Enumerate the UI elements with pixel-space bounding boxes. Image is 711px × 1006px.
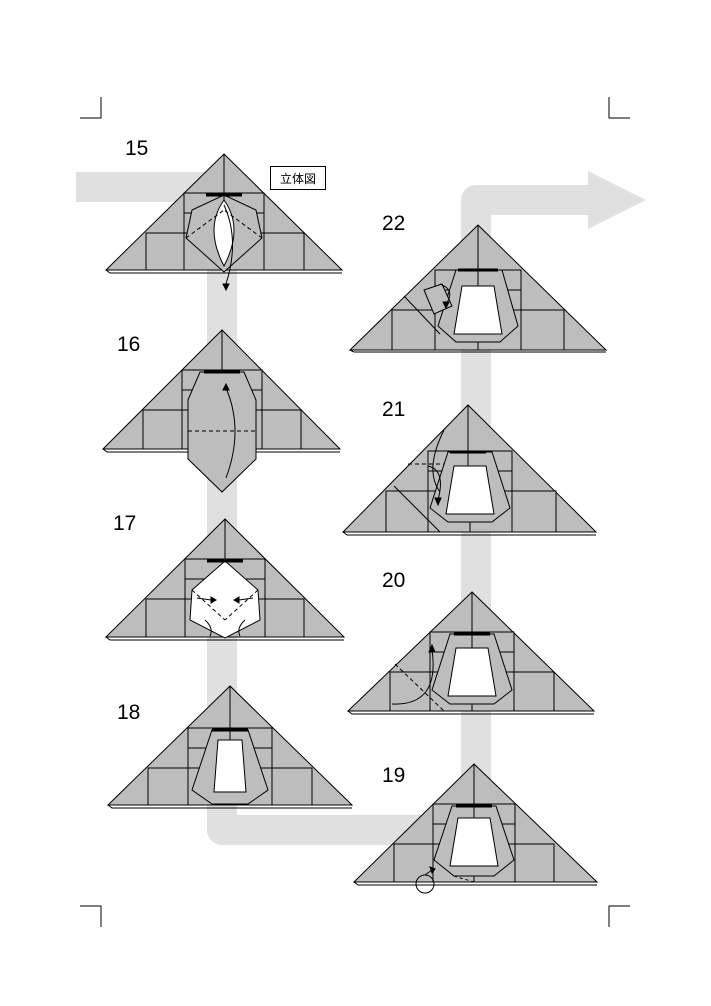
step-number-18: 18	[117, 701, 141, 724]
step-number-15: 15	[125, 137, 149, 160]
step-number-17: 17	[113, 512, 137, 535]
step-number-16: 16	[117, 333, 141, 356]
flow-arrow-icon	[588, 171, 646, 229]
step-number-20: 20	[382, 569, 406, 592]
step-number-22: 22	[382, 212, 406, 235]
step-number-21: 21	[382, 398, 406, 421]
view-tag: 立体図	[270, 166, 326, 190]
step-number-19: 19	[382, 764, 406, 787]
